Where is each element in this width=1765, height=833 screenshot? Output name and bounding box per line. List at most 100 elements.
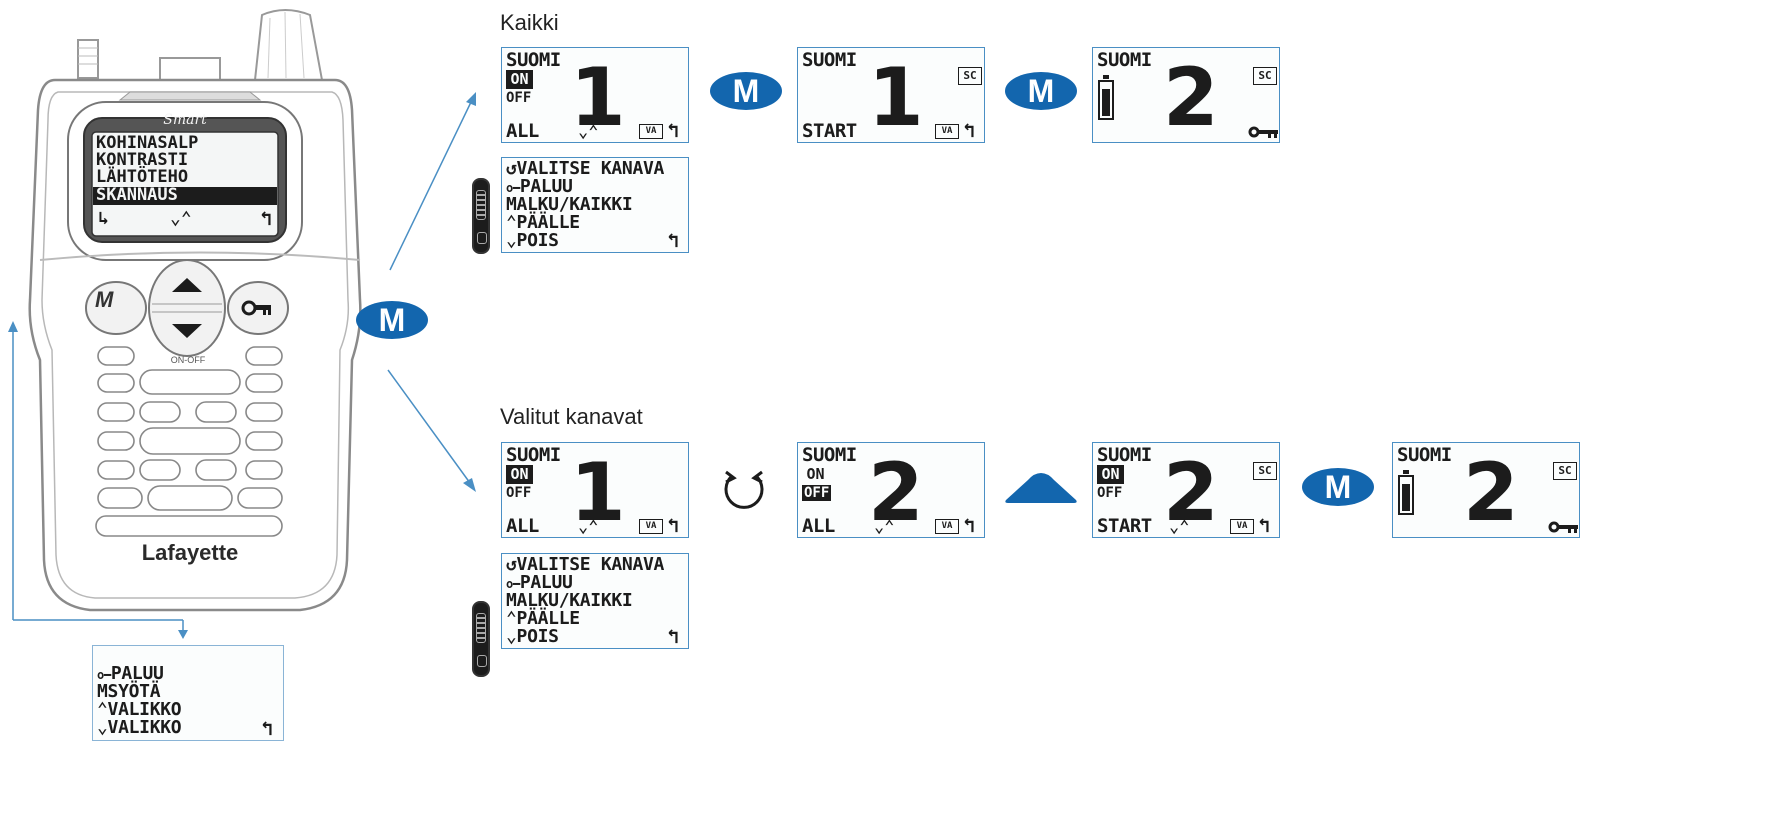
off-option: OFF	[506, 90, 532, 106]
menu-item-menu-up: ⌃VALIKKO	[97, 699, 182, 720]
channel-number: 1	[570, 446, 626, 538]
lcd-title: SUOMI	[1097, 49, 1152, 71]
menu-item-start-all: MALKU/KAIKKI	[506, 194, 633, 215]
m-button-icon: M	[1005, 72, 1077, 110]
channel-number: 2	[1163, 51, 1219, 143]
menu-item-start-all: MALKU/KAIKKI	[506, 590, 633, 611]
lcd-all-1: SUOMI ON OFF 1 ALL ⌄⌃ VA ↰	[501, 47, 689, 143]
m-button-icon: M	[356, 301, 428, 339]
home-menu: o━PALUU MSYÖTÄ ⌃VALIKKO ⌄VALIKKO ↰	[92, 645, 284, 741]
va-icon: VA	[935, 124, 959, 139]
on-option: ON	[506, 465, 533, 484]
menu-item-on: ⌃PÄÄLLE	[506, 212, 580, 233]
battery-icon	[1398, 470, 1414, 515]
lcd-title: SUOMI	[1097, 444, 1152, 466]
down-arrow-icon: ⌄	[506, 230, 517, 251]
all-label: ALL	[506, 120, 539, 142]
rotate-icon: ↺	[506, 158, 517, 179]
radio-m-label: M	[95, 287, 114, 312]
loop-arrow	[8, 321, 188, 639]
enter-icon: ↳	[98, 208, 109, 229]
on-option: ON	[506, 70, 533, 89]
all-label: ALL	[506, 515, 539, 537]
up-arrow-icon: ⌃	[506, 212, 517, 233]
radio-brand-script: Smart	[163, 112, 207, 128]
updown-arrows-icon: ⌄⌃	[578, 122, 599, 142]
rotate-icon: ↺	[506, 554, 517, 575]
key-icon	[1548, 521, 1578, 533]
updown-arrows-icon: ⌄⌃	[170, 208, 192, 229]
m-letter-icon: M	[97, 681, 108, 702]
sc-icon: SC	[1253, 462, 1277, 480]
down-arrow-icon: ⌄	[506, 626, 517, 647]
menu-item-enter: MSYÖTÄ	[97, 681, 161, 702]
menu-item-back: o━PALUU	[97, 663, 164, 684]
radio-brand-logo: Lafayette	[141, 540, 239, 565]
off-option: OFF	[802, 485, 832, 501]
lcd-title: SUOMI	[1397, 444, 1452, 466]
radio-screen	[91, 131, 279, 237]
radio-screen-item-selected: SKANNAUS	[96, 185, 178, 205]
menu-item-select-channel: ↺VALITSE KANAVA	[506, 554, 665, 575]
menu-item-off: ⌄POIS	[506, 230, 559, 251]
va-icon: VA	[639, 519, 663, 534]
channel-number: 1	[570, 51, 626, 143]
volume-knob	[253, 9, 324, 81]
off-option: OFF	[506, 485, 532, 501]
lcd-all-3: SUOMI SC 2	[1092, 47, 1280, 143]
key-icon: o━	[506, 181, 520, 195]
back-icon: ↰	[667, 228, 680, 252]
lcd-title: SUOMI	[506, 444, 561, 466]
channel-number: 2	[1463, 446, 1519, 538]
radio-updown-button	[148, 259, 226, 357]
side-button-icon	[472, 601, 490, 677]
menu-item-back: o━PALUU	[506, 176, 573, 197]
back-icon: ↰	[963, 513, 976, 537]
channel-number: 2	[1163, 446, 1219, 538]
antenna-stub	[77, 39, 99, 79]
lcd-selected-3: SUOMI ON OFF SC 2 START ⌄⌃ VA ↰	[1092, 442, 1280, 538]
on-option: ON	[806, 465, 825, 483]
updown-arrows-icon: ⌄⌃	[1169, 517, 1190, 537]
radio-power-label: ON-OFF	[170, 355, 206, 365]
back-icon: ↰	[667, 624, 680, 648]
m-letter-icon: M	[506, 590, 517, 611]
back-icon: ↰	[963, 118, 976, 142]
down-arrow-icon: ⌄	[97, 717, 108, 738]
menu-item-select-channel: ↺VALITSE KANAVA	[506, 158, 665, 179]
up-arrow-icon: ⌃	[97, 699, 108, 720]
menu-item-menu-down: ⌄VALIKKO	[97, 717, 182, 738]
radio-screen-item: LÄHTÖTEHO	[96, 167, 189, 187]
m-letter-icon: M	[506, 194, 517, 215]
section-title-selected: Valitut kanavat	[500, 404, 643, 429]
radio-m-button	[85, 281, 147, 335]
scan-menu-all: ↺VALITSE KANAVA o━PALUU MALKU/KAIKKI ⌃PÄ…	[501, 157, 689, 253]
lcd-title: SUOMI	[506, 49, 561, 71]
va-icon: VA	[1230, 519, 1254, 534]
back-icon: ↰	[667, 118, 680, 142]
lcd-title: SUOMI	[802, 49, 857, 71]
side-button-icon	[472, 178, 490, 254]
va-icon: VA	[935, 519, 959, 534]
back-icon: ↰	[667, 513, 680, 537]
start-label: START	[1097, 515, 1152, 537]
radio-device	[28, 9, 362, 612]
va-icon: VA	[639, 124, 663, 139]
rotate-icon	[724, 470, 764, 509]
back-icon: ↰	[261, 716, 274, 740]
lcd-selected-2: SUOMI ON OFF 2 ALL ⌄⌃ VA ↰	[797, 442, 985, 538]
lcd-selected-1: SUOMI ON OFF 1 ALL ⌄⌃ VA ↰	[501, 442, 689, 538]
channel-number: 2	[868, 446, 924, 538]
radio-screen-item: KONTRASTI	[96, 150, 189, 170]
lcd-all-2: SUOMI SC 1 START VA ↰	[797, 47, 985, 143]
lcd-selected-4: SUOMI SC 2	[1392, 442, 1580, 538]
m-button-icon: M	[1302, 468, 1374, 506]
menu-item-off: ⌄POIS	[506, 626, 559, 647]
channel-number: 1	[868, 51, 924, 143]
battery-icon	[1098, 75, 1114, 120]
updown-arrows-icon: ⌄⌃	[578, 517, 599, 537]
up-arrow-button-icon	[1005, 473, 1077, 503]
all-label: ALL	[802, 515, 835, 537]
scan-menu-selected: ↺VALITSE KANAVA o━PALUU MALKU/KAIKKI ⌃PÄ…	[501, 553, 689, 649]
radio-screen-item: KOHINASALP	[96, 133, 199, 153]
